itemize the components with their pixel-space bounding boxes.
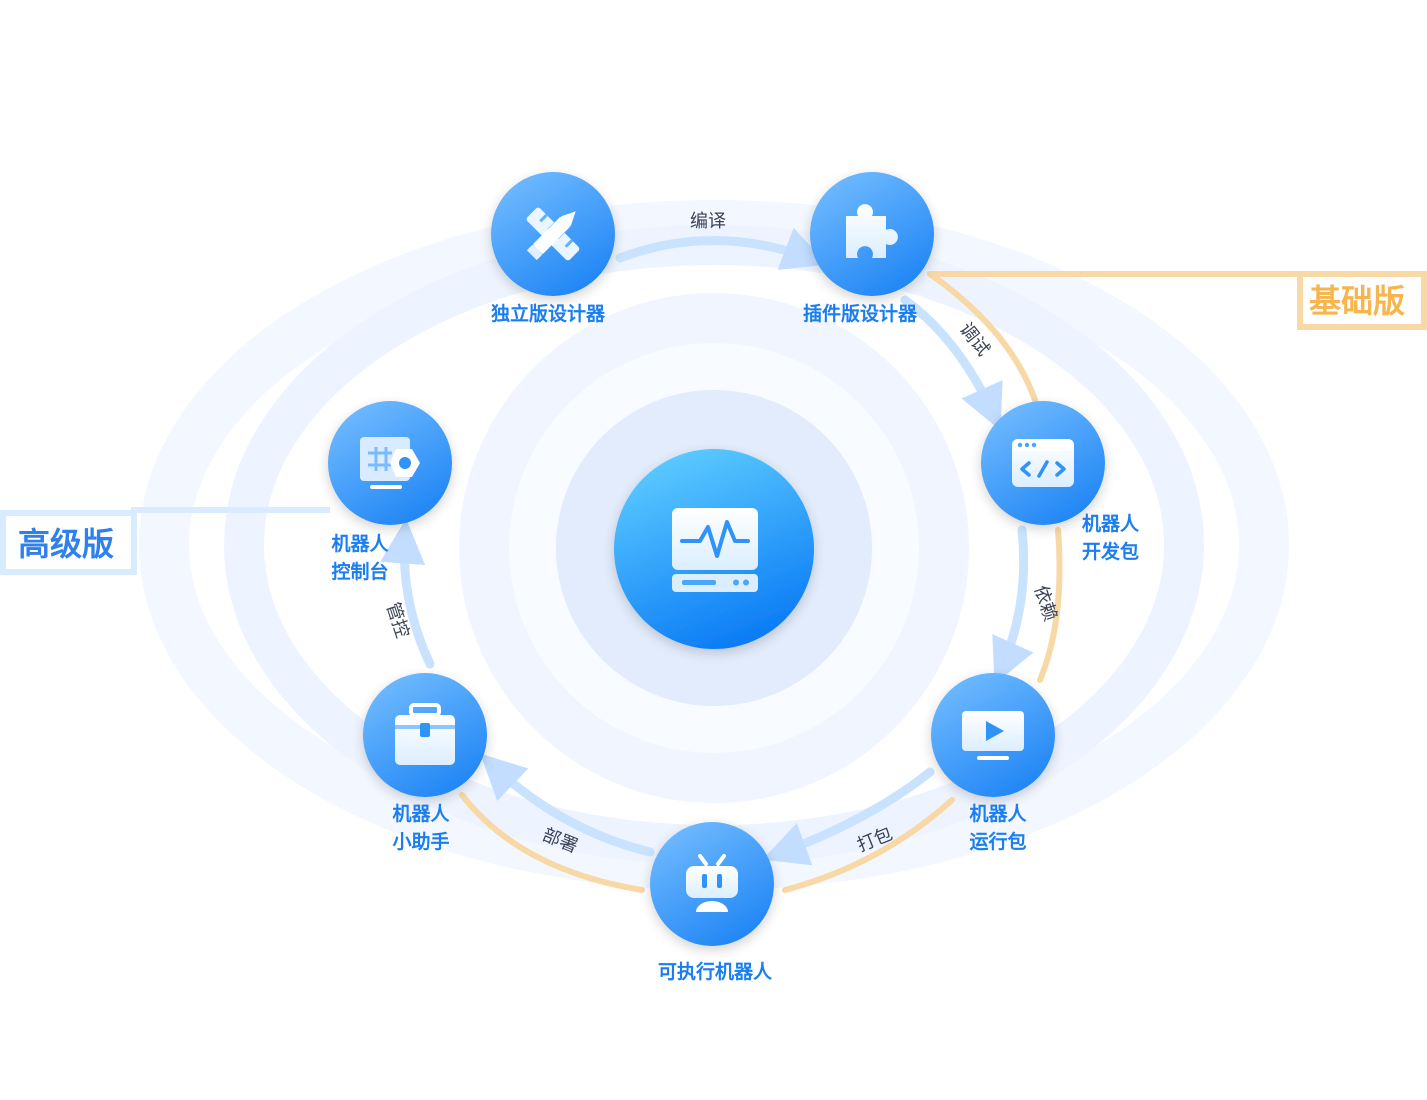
- ruler-pencil-icon: [526, 207, 580, 261]
- basic-tier-box: [1297, 271, 1427, 330]
- basic-tier-label: 基础版: [1309, 282, 1405, 320]
- advanced-tier-box: [0, 510, 137, 575]
- control-panel-icon: [360, 437, 420, 489]
- edge-arrow-executable-to-assistant: [480, 753, 655, 857]
- robot-icon: [686, 854, 738, 912]
- node-label-plugin-line-1: 插件版设计器: [803, 302, 918, 325]
- node-label-console-line-1: 机器人: [331, 533, 389, 555]
- node-label-assistant-line-2: 小助手: [392, 830, 449, 853]
- play-screen-icon: [962, 711, 1024, 760]
- node-label-assistant-line-1: 机器人: [392, 803, 450, 825]
- code-window-icon: [1012, 439, 1074, 487]
- edge-arrow-plugin-to-sdk: [900, 295, 1003, 431]
- node-label-sdk-line-2: 开发包: [1082, 540, 1139, 563]
- edge-arrow-assistant-to-console: [380, 518, 435, 669]
- labels: 基础版高级版编译调试依赖打包部署管控独立版设计器插件版设计器机器人开发包机器人运…: [18, 211, 1405, 983]
- basic-tier-outline: [459, 271, 1063, 893]
- monitor-server-icon: [672, 508, 758, 592]
- edges: [380, 227, 1034, 866]
- edge-label-standalone-to-plugin: 编译: [690, 211, 726, 232]
- puzzle-icon: [846, 204, 898, 258]
- edge-arrow-sdk-to-runtime: [992, 525, 1034, 685]
- icons: [360, 204, 1074, 912]
- advanced-tier-label: 高级版: [18, 525, 114, 563]
- toolbox-icon: [395, 703, 455, 765]
- node-label-executable-line-1: 可执行机器人: [658, 960, 773, 983]
- node-label-standalone-line-1: 独立版设计器: [491, 302, 606, 325]
- node-label-sdk-line-1: 机器人: [1082, 513, 1140, 535]
- node-label-runtime-line-1: 机器人: [969, 803, 1027, 825]
- edge-arrow-standalone-to-plugin: [615, 227, 828, 270]
- node-label-console-line-2: 控制台: [331, 560, 388, 583]
- edge-arrow-runtime-to-executable: [762, 767, 935, 866]
- tier-outlines: [0, 271, 1427, 893]
- node-label-runtime-line-2: 运行包: [969, 830, 1026, 853]
